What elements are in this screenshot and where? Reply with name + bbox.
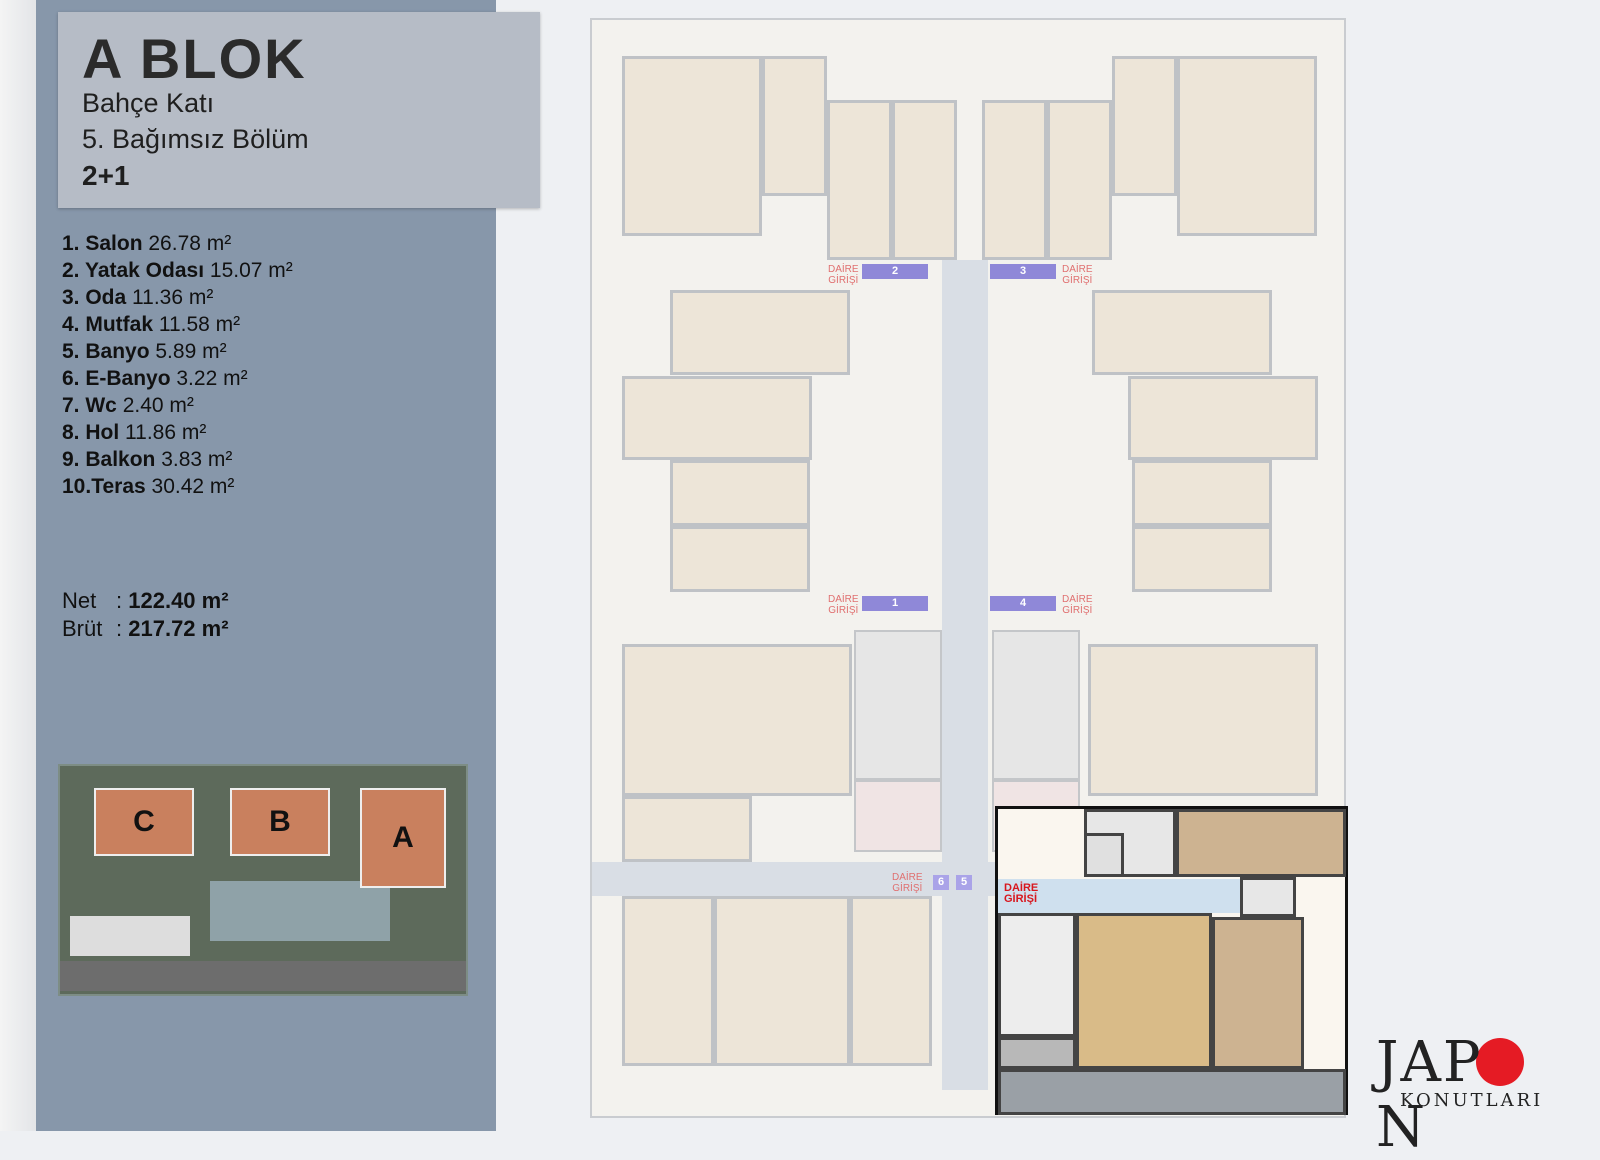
kitchen-room	[827, 100, 892, 260]
list-item: 7. Wc 2.40 m²	[62, 394, 194, 417]
bedroom-room	[762, 56, 827, 196]
plan-type: 2+1	[82, 160, 130, 191]
elevator	[854, 780, 942, 852]
list-item: 8. Hol 11.86 m²	[62, 421, 207, 444]
bedroom-2	[1212, 917, 1304, 1069]
floor-label: Bahçe Katı	[82, 88, 215, 118]
unit-label: 5. Bağımsız Bölüm	[82, 124, 309, 154]
building-b: B	[230, 788, 330, 856]
central-corridor	[942, 260, 988, 1090]
kitchen-4	[998, 913, 1076, 1037]
salon-room	[622, 56, 762, 236]
title-card	[58, 12, 540, 208]
unit-tag: 1	[862, 596, 928, 611]
pool-area	[210, 881, 390, 941]
salon-room	[1088, 644, 1318, 796]
bedroom-room	[1112, 56, 1177, 196]
kitchen-room	[1047, 100, 1112, 260]
gross-area: Brüt: 217.72 m²	[62, 616, 229, 641]
list-item: 2. Yatak Odası 15.07 m²	[62, 259, 293, 282]
bedroom-room	[622, 376, 812, 460]
room-3	[1176, 809, 1346, 877]
bedroom-room	[1092, 290, 1272, 375]
room	[1132, 460, 1272, 526]
parking-area	[70, 916, 190, 956]
room-list: 1. Salon 26.78 m² 2. Yatak Odası 15.07 m…	[62, 230, 293, 500]
net-area: Net: 122.40 m²	[62, 588, 229, 613]
kitchen-room	[670, 526, 810, 592]
kitchen-room	[1132, 526, 1272, 592]
road	[60, 961, 466, 991]
hall-8	[998, 879, 1240, 913]
list-item: 4. Mutfak 11.58 m²	[62, 313, 241, 336]
background-wall	[0, 0, 36, 1131]
unit-tag: 3	[990, 264, 1056, 279]
list-item: 10.Teras 30.42 m²	[62, 475, 235, 498]
logo-sun-icon	[1476, 1038, 1524, 1086]
list-item: 9. Balkon 3.83 m²	[62, 448, 233, 471]
wc-7	[1084, 833, 1124, 877]
salon-room	[714, 896, 850, 1066]
stairwell	[992, 630, 1080, 780]
room	[670, 460, 810, 526]
bedroom-room	[622, 896, 714, 1066]
stairwell	[854, 630, 942, 780]
unit-tag: 5	[956, 875, 972, 890]
list-item: 1. Salon 26.78 m²	[62, 232, 232, 255]
site-plan: C B A	[58, 764, 468, 996]
balcony-9	[998, 1037, 1076, 1069]
salon-room	[622, 644, 852, 796]
salon-room	[1177, 56, 1317, 236]
block-title: A BLOK	[82, 27, 307, 90]
building-a: A	[360, 788, 446, 888]
list-item: 5. Banyo 5.89 m²	[62, 340, 227, 363]
building-c: C	[94, 788, 194, 856]
bath-room	[892, 100, 957, 260]
ebath-6	[1240, 877, 1296, 917]
list-item: 3. Oda 11.36 m²	[62, 286, 214, 309]
room	[622, 796, 752, 862]
unit-tag: 6	[933, 875, 949, 890]
bath-room	[982, 100, 1047, 260]
unit-tag: 2	[862, 264, 928, 279]
logo-subtitle: KONUTLARI	[1400, 1090, 1544, 1111]
salon-1	[1076, 913, 1212, 1069]
bedroom-room	[1128, 376, 1318, 460]
kitchen-room	[850, 896, 932, 1066]
list-item: 6. E-Banyo 3.22 m²	[62, 367, 248, 390]
terrace-10	[998, 1069, 1346, 1115]
company-logo: JAPN KONUTLARI	[1376, 1030, 1576, 1160]
bedroom-room	[670, 290, 850, 375]
unit-tag: 4	[990, 596, 1056, 611]
